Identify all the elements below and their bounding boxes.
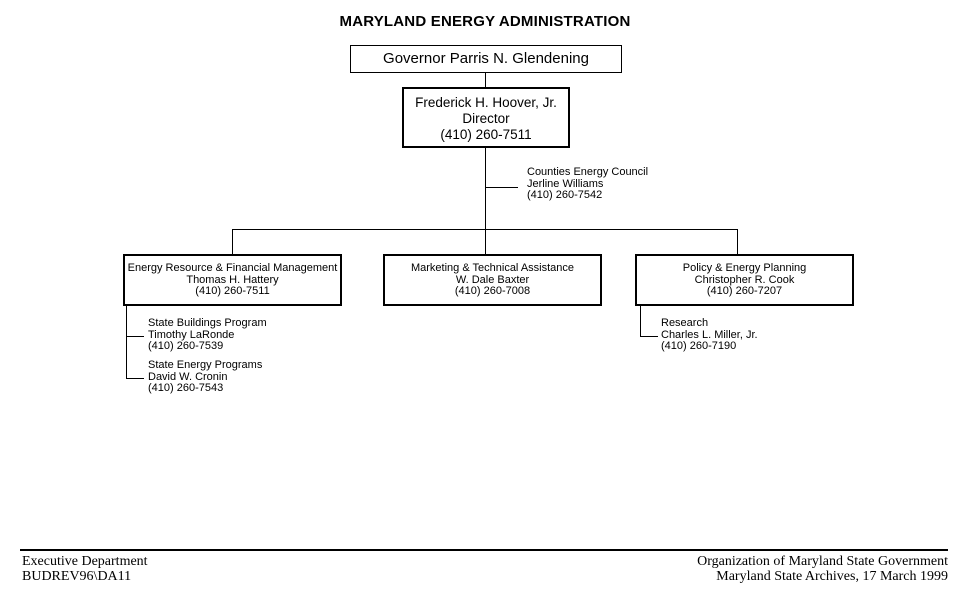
dept-phone: (410) 260-7511	[195, 285, 270, 297]
connector-governor-director	[485, 73, 486, 87]
connector-main-rail	[232, 229, 738, 230]
subprogram-unit: State Energy Programs	[148, 359, 263, 371]
governor-name: Governor Parris N. Glendening	[383, 50, 589, 67]
subprogram-person: Charles L. Miller, Jr.	[661, 328, 758, 341]
subprogram-state-buildings: State Buildings Program Timothy LaRonde …	[148, 317, 267, 353]
dept-person: W. Dale Baxter	[455, 273, 530, 286]
footer-file-code: BUDREV96\DA11	[22, 569, 132, 584]
dept-person: Thomas H. Hattery	[186, 273, 279, 286]
director-phone: (410) 260-7511	[440, 127, 532, 142]
connector-stub-left	[232, 229, 233, 254]
dept-unit: Policy & Energy Planning	[682, 262, 807, 274]
footer-right-block: Organization of Maryland State Governmen…	[548, 554, 948, 584]
connector-subleft-tick1	[126, 336, 144, 337]
director-box: Frederick H. Hoover, Jr. Director (410) …	[402, 87, 570, 148]
subprogram-phone: (410) 260-7539	[148, 340, 224, 352]
dept-phone: (410) 260-7008	[454, 285, 531, 297]
footer-department: Executive Department	[22, 554, 148, 569]
connector-subleft-vertical	[126, 306, 127, 378]
counties-council-unit: Counties Energy Council	[527, 166, 649, 178]
dept-unit: Marketing & Technical Assistance	[410, 262, 575, 274]
connector-stub-right	[737, 229, 738, 254]
footer-source-date: Maryland State Archives, 17 March 1999	[716, 569, 948, 584]
dept-box-energy-resource: Energy Resource & Financial Management T…	[123, 254, 342, 306]
dept-phone: (410) 260-7207	[706, 285, 783, 297]
subprogram-research: Research Charles L. Miller, Jr. (410) 26…	[661, 317, 758, 353]
counties-council-person: Jerline Williams	[527, 177, 604, 190]
subprogram-state-energy: State Energy Programs David W. Cronin (4…	[148, 359, 263, 395]
dept-box-marketing: Marketing & Technical Assistance W. Dale…	[383, 254, 602, 306]
dept-person: Christopher R. Cook	[694, 273, 795, 286]
subprogram-phone: (410) 260-7543	[148, 382, 224, 394]
director-title: Director	[462, 111, 510, 126]
subprogram-unit: State Buildings Program	[148, 317, 267, 329]
footer-source-title: Organization of Maryland State Governmen…	[697, 554, 948, 569]
subprogram-person: Timothy LaRonde	[148, 328, 235, 341]
connector-subright-tick	[640, 336, 658, 337]
subprogram-unit: Research	[661, 317, 709, 329]
governor-box: Governor Parris N. Glendening	[350, 45, 622, 73]
counties-council-phone: (410) 260-7542	[527, 189, 603, 201]
page-title: MARYLAND ENERGY ADMINISTRATION	[339, 13, 631, 30]
footer-rule	[20, 549, 948, 551]
dept-box-policy: Policy & Energy Planning Christopher R. …	[635, 254, 854, 306]
connector-subright-vertical	[640, 306, 641, 337]
connector-subleft-tick2	[126, 378, 144, 379]
subprogram-person: David W. Cronin	[148, 370, 228, 383]
dept-unit: Energy Resource & Financial Management	[127, 262, 338, 274]
connector-counties-tick	[486, 187, 518, 188]
director-name: Frederick H. Hoover, Jr.	[415, 95, 557, 110]
connector-director-trunk	[485, 148, 486, 254]
counties-council-block: Counties Energy Council Jerline Williams…	[527, 166, 649, 202]
subprogram-phone: (410) 260-7190	[661, 340, 737, 352]
footer-left-block: Executive Department BUDREV96\DA11	[22, 554, 148, 584]
